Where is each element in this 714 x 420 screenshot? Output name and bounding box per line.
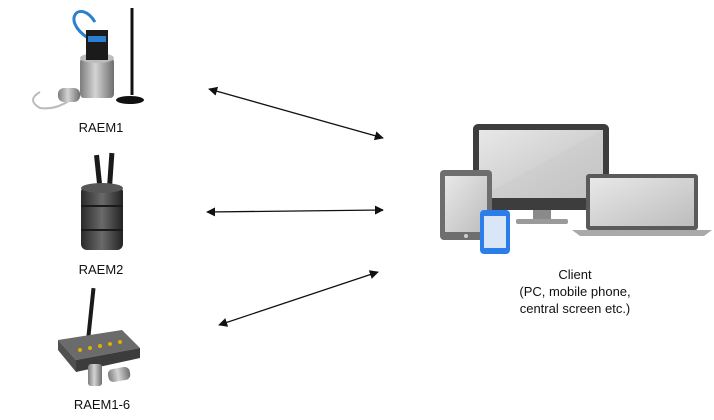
raem2-label: RAEM2 — [78, 262, 124, 277]
raem1-device-image — [32, 8, 144, 110]
arrow-raem1-client — [208, 86, 384, 141]
client-line-2: central screen etc.) — [519, 301, 631, 316]
arrow-raem1-6-client — [218, 270, 379, 327]
client-devices-image — [440, 124, 712, 254]
raem1-label: RAEM1 — [78, 120, 124, 135]
raem1-6-device-image — [58, 287, 140, 386]
client-caption: Client (PC, mobile phone, central screen… — [500, 266, 650, 317]
arrow-raem2-client — [206, 205, 384, 217]
raem2-device-image — [81, 152, 123, 250]
client-title: Client — [558, 267, 592, 282]
client-line-1: (PC, mobile phone, — [519, 284, 631, 299]
raem1-6-label: RAEM1-6 — [73, 397, 131, 412]
